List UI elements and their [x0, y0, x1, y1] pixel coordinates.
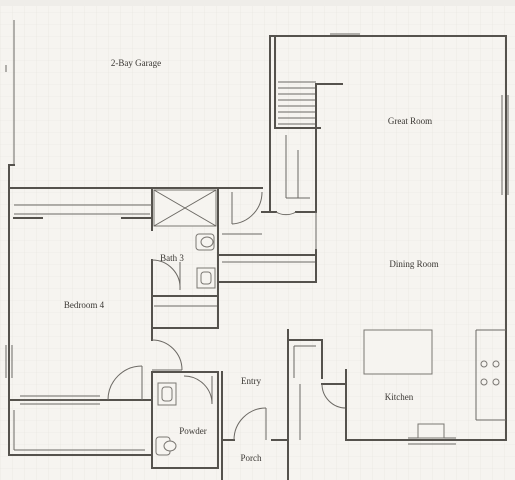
bedroom4-walls [5, 164, 183, 456]
room-label-bath3: Bath 3 [160, 253, 184, 263]
room-label-garage: 2-Bay Garage [110, 58, 162, 68]
bath3-walls [151, 187, 223, 297]
room-label-porch: Porch [240, 453, 262, 463]
room-label-powder: Powder [179, 426, 207, 436]
powder-walls [151, 371, 219, 469]
top-strip [0, 0, 515, 6]
room-label-bedroom4: Bedroom 4 [63, 300, 105, 310]
entry-porch-walls [221, 329, 289, 480]
hall-door [221, 187, 297, 225]
room-label-great-room: Great Room [387, 116, 433, 126]
room-label-dining-room: Dining Room [389, 259, 439, 269]
stairs [261, 35, 343, 213]
room-label-kitchen: Kitchen [384, 392, 414, 402]
room-label-entry: Entry [241, 376, 261, 386]
kitchen-walls [287, 329, 507, 445]
hallway [151, 233, 317, 329]
great-room-walls [269, 33, 509, 331]
